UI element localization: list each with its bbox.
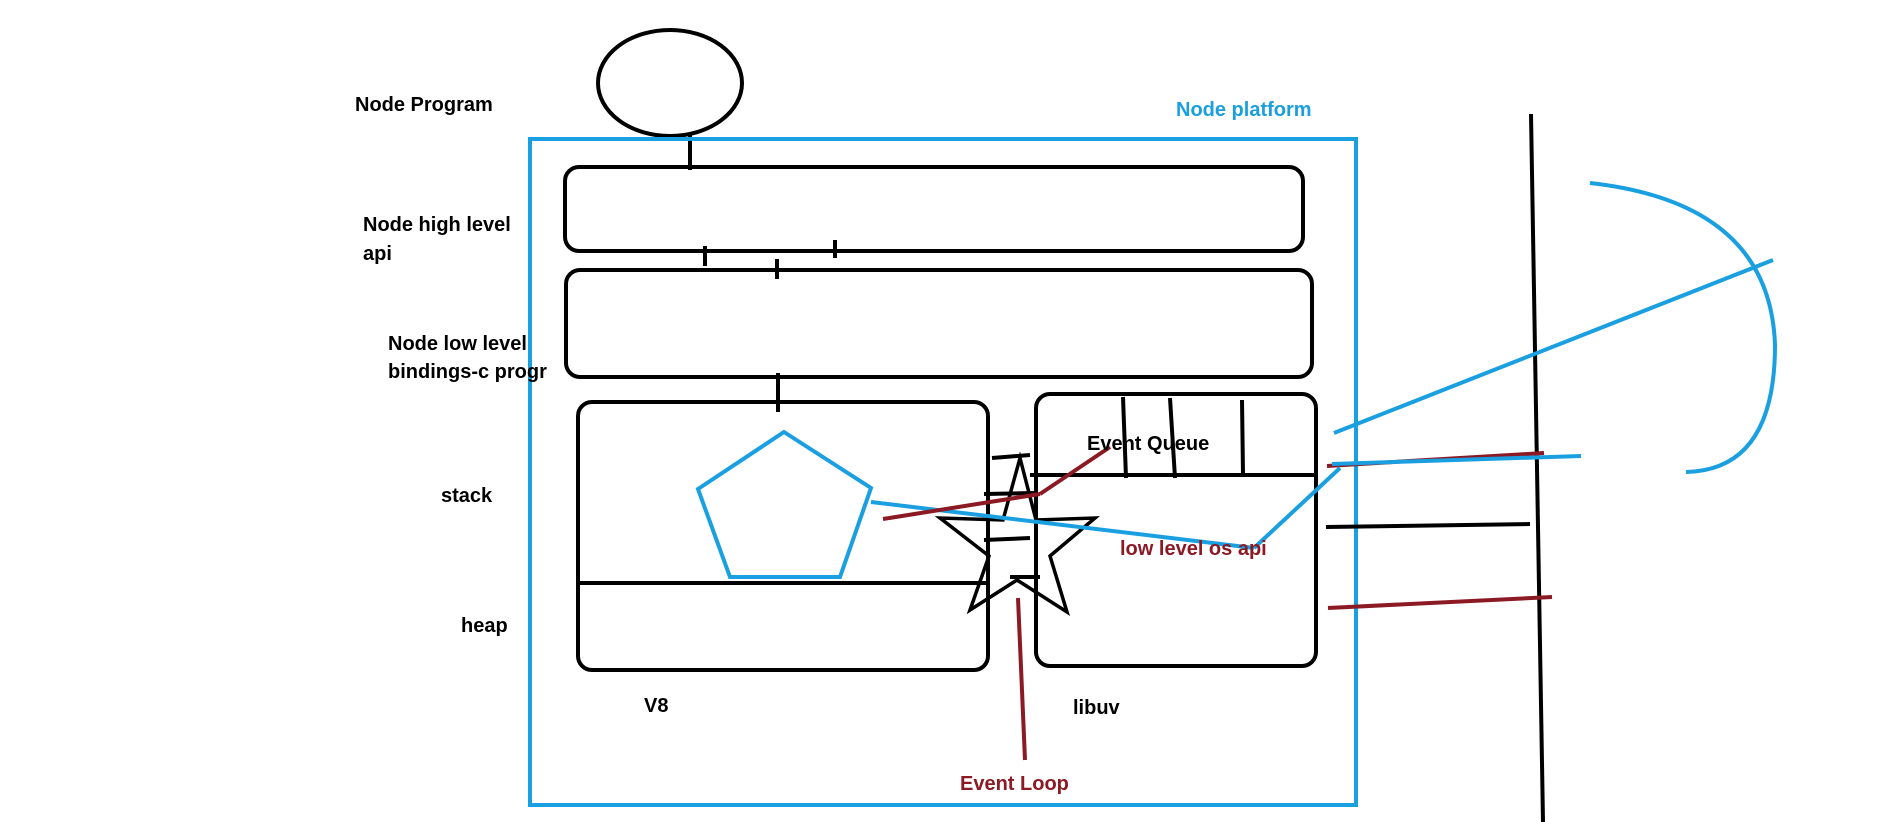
high-level-api-box	[563, 165, 1305, 253]
event-queue-slot-3	[1240, 399, 1245, 475]
star-to-queue-maroon-line	[1038, 445, 1112, 496]
label-v8: V8	[644, 695, 668, 717]
label-stack: stack	[441, 485, 493, 507]
system-boundary-line	[1529, 113, 1545, 822]
label-node-low-level-2: bindings-c progr	[388, 361, 547, 383]
label-node-platform: Node platform	[1176, 99, 1312, 121]
label-heap: heap	[461, 615, 508, 637]
label-node-program: Node Program	[355, 94, 493, 116]
event-queue-slot-2	[1168, 397, 1177, 479]
event-loop-maroon-line	[1016, 597, 1027, 761]
label-libuv: libuv	[1073, 697, 1121, 719]
libuv-to-os-black-line	[1325, 522, 1531, 529]
label-node-low-level-1: Node low level	[388, 333, 527, 355]
v8-box	[576, 400, 990, 672]
label-event-queue: Event Queue	[1087, 433, 1209, 455]
star-scribble-1	[991, 453, 1031, 460]
low-level-bindings-box	[564, 268, 1314, 379]
label-node-high-level-1: Node high level	[363, 214, 511, 236]
star-scribble-3	[983, 536, 1031, 542]
external-os-arc	[1589, 181, 1778, 474]
libuv-to-arc-blue-line-2	[1331, 454, 1582, 466]
label-node-high-level-2: api	[363, 243, 392, 265]
node-program-circle	[596, 28, 744, 138]
libuv-box	[1034, 392, 1318, 668]
star-scribble-2	[983, 491, 1035, 496]
label-low-level-os-api: low level os api	[1120, 538, 1267, 560]
libuv-inner-blue-line	[1252, 466, 1342, 550]
node-platform-box	[528, 137, 1358, 807]
pentagon-to-star-maroon-line	[882, 492, 1041, 521]
label-event-loop: Event Loop	[960, 773, 1069, 795]
event-loop-star	[934, 451, 1100, 617]
v8-pentagon	[695, 429, 874, 579]
libuv-to-os-maroon-line-2	[1327, 595, 1553, 610]
libuv-to-arc-blue-line-1	[1333, 258, 1774, 435]
event-queue-slot-1	[1121, 396, 1128, 479]
